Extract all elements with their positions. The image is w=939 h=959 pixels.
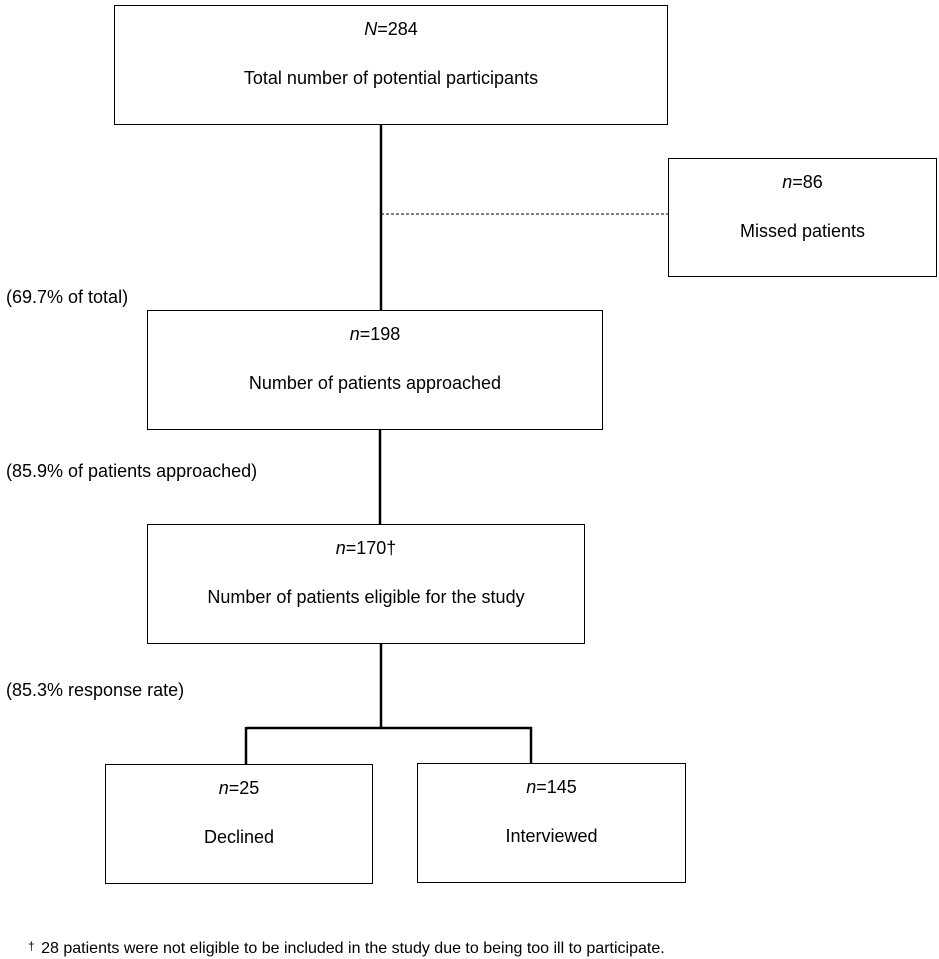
total-count-var: N xyxy=(364,19,378,39)
missed-count-var: n xyxy=(782,172,793,192)
total-count-value: =284 xyxy=(377,19,418,39)
footnote-marker: † xyxy=(28,939,35,953)
eligible-box: n=170† Number of patients eligible for t… xyxy=(147,524,585,644)
eligible-count-var: n xyxy=(335,538,346,558)
declined-count: n=25 xyxy=(106,777,372,799)
eligible-count-value: =170† xyxy=(345,538,397,558)
approached-count-value: =198 xyxy=(359,324,401,344)
interviewed-count-value: =145 xyxy=(536,777,577,797)
interviewed-label: Interviewed xyxy=(505,826,598,846)
declined-count-var: n xyxy=(218,778,229,798)
total-label: Total number of potential participants xyxy=(243,68,539,88)
interviewed-count: n=145 xyxy=(418,776,685,798)
approached-count: n=198 xyxy=(148,323,602,345)
approached-percentage: (69.7% of total) xyxy=(6,287,129,307)
approached-label: Number of patients approached xyxy=(248,373,502,393)
interviewed-box: n=145 Interviewed xyxy=(417,763,686,883)
approached-count-var: n xyxy=(349,324,360,344)
missed-count: n=86 xyxy=(669,171,936,193)
approached-box: n=198 Number of patients approached xyxy=(147,310,603,430)
declined-box: n=25 Declined xyxy=(105,764,373,884)
missed-label: Missed patients xyxy=(739,221,866,241)
declined-label: Declined xyxy=(203,827,275,847)
footnote-text: 28 patients were not eligible to be incl… xyxy=(41,940,665,957)
declined-count-value: =25 xyxy=(228,778,260,798)
eligible-label: Number of patients eligible for the stud… xyxy=(207,587,525,607)
total-participants-box: N=284 Total number of potential particip… xyxy=(114,5,668,125)
missed-patients-box: n=86 Missed patients xyxy=(668,158,937,277)
total-count: N=284 xyxy=(115,18,667,40)
eligible-percentage: (85.9% of patients approached) xyxy=(6,461,258,481)
interviewed-count-var: n xyxy=(526,777,537,797)
eligible-count: n=170† xyxy=(148,537,584,559)
footnote: † 28 patients were not eligible to be in… xyxy=(28,936,665,959)
response-rate: (85.3% response rate) xyxy=(6,680,185,700)
missed-count-value: =86 xyxy=(792,172,823,192)
